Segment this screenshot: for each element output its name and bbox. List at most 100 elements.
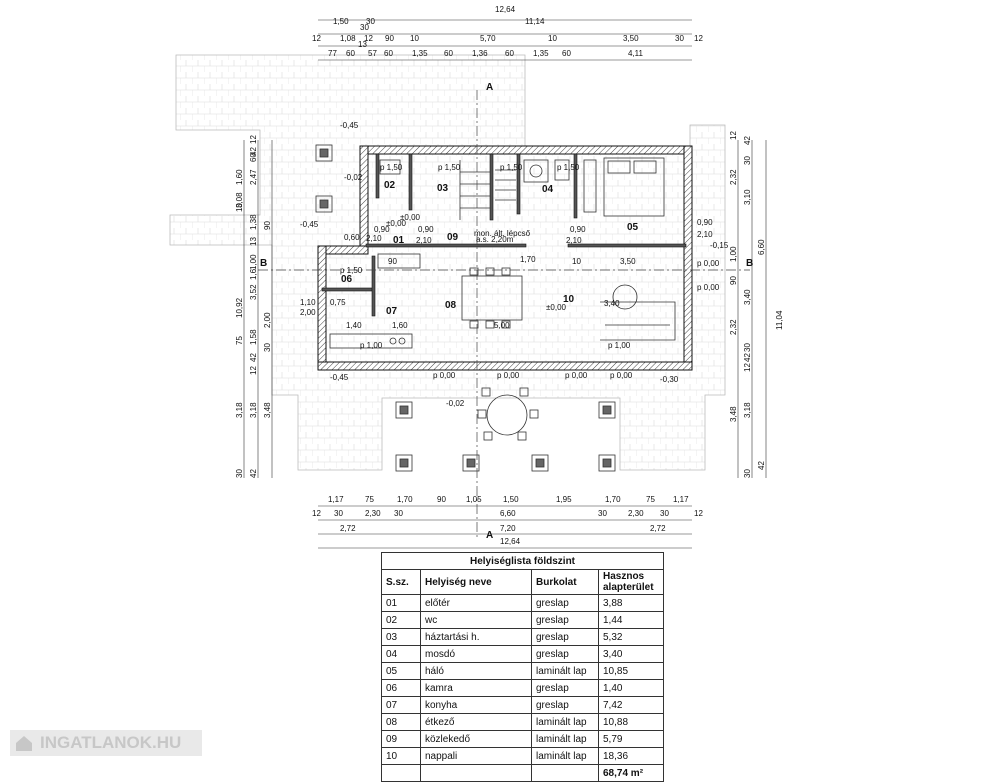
level-marker: ±0,00 (386, 219, 407, 228)
table-cell: mosdó (420, 645, 532, 663)
dimension-label: 90 (437, 495, 446, 504)
room-number-label: 03 (437, 183, 449, 194)
interior-label: 2,10 (366, 234, 382, 243)
table-cell: nappali (420, 747, 532, 765)
table-cell: 09 (381, 730, 421, 748)
interior-label: 3,40 (604, 299, 620, 308)
interior-label: 1,60 (392, 321, 408, 330)
interior-label: p 1,50 (380, 163, 403, 172)
dimension-label: 12 (312, 509, 321, 518)
dimension-label: 12,64 (495, 5, 516, 14)
dimension-label: 10 (548, 34, 557, 43)
interior-label: 0,60 (344, 233, 360, 242)
watermark-logo: INGATLANOK.HU (10, 730, 202, 756)
table-cell: háztartási h. (420, 628, 532, 646)
dimension-label: 2,32 (729, 319, 738, 335)
dimension-label: 10 (235, 203, 244, 212)
dimension-label: 3,08 (235, 192, 244, 208)
dimension-label: 60 (505, 49, 514, 58)
dimension-label: 60 (346, 49, 355, 58)
dimension-label: 12 (249, 135, 258, 144)
table-cell: 03 (381, 628, 421, 646)
watermark-text: INGATLANOK.HU (40, 733, 182, 752)
dimension-label: 1,95 (556, 495, 572, 504)
room-number-label: 10 (563, 294, 575, 305)
table-cell: greslap (531, 594, 599, 612)
dimension-label: 13 (249, 237, 258, 246)
dimension-label: 1,36 (472, 49, 488, 58)
dimension-label: 3,52 (249, 284, 258, 300)
table-cell: konyha (420, 696, 532, 714)
dimension-label: 1,00 (249, 254, 258, 270)
table-cell: 04 (381, 645, 421, 663)
dimension-label: 12 (729, 131, 738, 140)
level-markers: -0,45-0,02±0,00-0,45-0,15±0,00-0,45-0,02… (300, 121, 729, 408)
dimension-label: 1,50 (503, 495, 519, 504)
table-cell: közlekedő (420, 730, 532, 748)
dimension-label: 7,20 (500, 524, 516, 533)
section-mark: A (486, 530, 493, 541)
table-cell: 18,36 (598, 747, 664, 765)
level-marker: -0,15 (710, 241, 729, 250)
dimension-label: 1,38 (249, 214, 258, 230)
interior-label: 5,00 (494, 321, 510, 330)
table-cell: 06 (381, 679, 421, 697)
room-number-label: 09 (447, 232, 459, 243)
dimension-label: 90 (729, 276, 738, 285)
dimension-label: 3,18 (743, 402, 752, 418)
interior-label: 0,90 (374, 225, 390, 234)
interior-label: p 0,00 (697, 283, 720, 292)
dimension-label: 6,60 (757, 239, 766, 255)
dimension-label: 60 (562, 49, 571, 58)
interior-label: p 1,50 (340, 266, 363, 275)
table-cell: laminált lap (531, 662, 599, 680)
total-area: 68,74 m² (598, 764, 664, 782)
table-cell: wc (420, 611, 532, 629)
table-cell: kamra (420, 679, 532, 697)
dimension-lines (243, 19, 767, 549)
dimension-label: 12 (312, 34, 321, 43)
dimension-label: 5,70 (480, 34, 496, 43)
interior-label: 1,40 (346, 321, 362, 330)
table-cell: 05 (381, 662, 421, 680)
level-marker: -0,30 (660, 375, 679, 384)
table-cell: 10,88 (598, 713, 664, 731)
dimension-label: 42 (757, 461, 766, 470)
dimension-label: 30 (660, 509, 669, 518)
dimension-label: 12 (694, 34, 703, 43)
dimension-label: 1,05 (466, 495, 482, 504)
dimension-label: 60 (249, 153, 258, 162)
house-icon (16, 736, 32, 751)
table-cell: laminált lap (531, 747, 599, 765)
dimension-label: 3,48 (263, 402, 272, 418)
dimension-label: 13 (358, 40, 367, 49)
table-cell: 10,85 (598, 662, 664, 680)
dimension-label: 3,50 (623, 34, 639, 43)
interior-label: 2,10 (566, 236, 582, 245)
room-list-table: Helyiséglista földszint S.sz. Helyiség n… (381, 552, 664, 782)
dimension-label: 30 (743, 343, 752, 352)
dimension-label: 11,14 (525, 17, 545, 26)
table-total-row: 68,74 m² (381, 764, 664, 782)
room-number-label: 06 (341, 274, 353, 285)
dimension-label: 12 (249, 366, 258, 375)
dimension-label: 2,72 (340, 524, 356, 533)
level-marker: -0,02 (344, 173, 363, 182)
dimension-label: 77 (328, 49, 337, 58)
dimension-label: 90 (385, 34, 394, 43)
dimension-label: 1,6 (249, 268, 258, 280)
interior-label: p 0,00 (697, 259, 720, 268)
dimension-label: 42 (743, 136, 752, 145)
dimension-label: 10 (410, 34, 419, 43)
dimension-label: 42 (249, 147, 258, 156)
interior-label: mon. ált. lépcső (474, 229, 531, 238)
header-flooring: Burkolat (531, 569, 599, 595)
furniture (329, 157, 676, 441)
interior-label: p 0,00 (610, 371, 633, 380)
